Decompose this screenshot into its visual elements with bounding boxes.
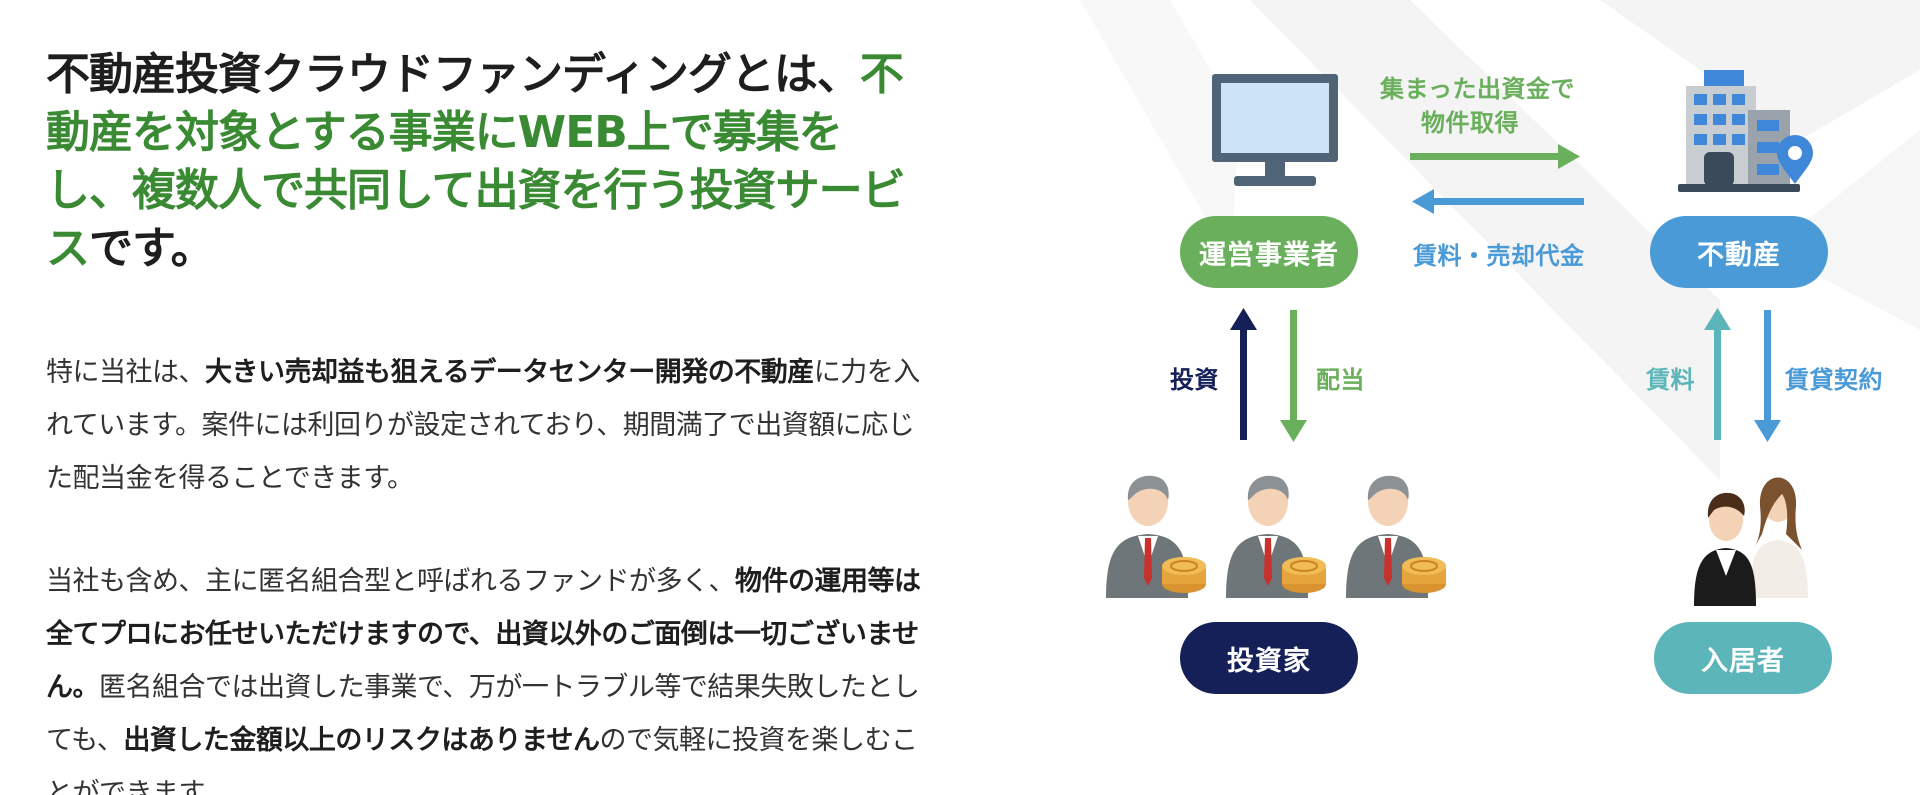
paragraph1-bold-1: 大きい売却益も狙えるデータセンター開発の不動産 (205, 357, 814, 388)
label-rent: 賃料 (1646, 366, 1695, 394)
label-investment: 投資 (1170, 366, 1219, 394)
arrow-up-rent (1704, 308, 1731, 440)
node-operator: 運営事業者 (1180, 216, 1358, 288)
tenant-couple-icon (1694, 477, 1808, 606)
location-pin-icon (1777, 135, 1813, 184)
building-icon (1678, 70, 1800, 192)
arrow-down-lease (1754, 310, 1781, 442)
paragraph-anonymous-partnership: 当社も含め、主に匿名組合型と呼ばれるファンドが多く、物件の運用等は全てプロにお任… (46, 555, 926, 795)
businessman-with-coins-icon (1346, 475, 1446, 598)
headline-part3: です。 (89, 223, 215, 274)
node-real-estate: 不動産 (1650, 216, 1828, 288)
businessman-with-coins-icon (1226, 475, 1326, 598)
label-lease-contract: 賃貸契約 (1785, 366, 1883, 394)
paragraph2-bold-2: 出資した金額以上のリスクはありません (123, 725, 600, 756)
flow-arrows-operator-investor (1230, 308, 1307, 442)
arrow-down-dividend (1280, 310, 1307, 442)
paragraph1-text-1: 特に当社は、 (46, 357, 206, 388)
paragraph2-text-1: 当社も含め、主に匿名組合型と呼ばれるファンドが多く、 (46, 566, 736, 597)
label-acquisition-line1: 集まった出資金で (1380, 75, 1576, 103)
label-acquisition: 集まった出資金で 物件取得 (1380, 72, 1576, 140)
intro-text-column: 不動産投資クラウドファンディングとは、不動産を対象とする事業にWEB上で募集をし… (46, 46, 926, 795)
flow-arrows-horizontal (1410, 144, 1584, 214)
investment-flow-diagram: 運営事業者 不動産 投資家 入居者 集まった出資金で 物件取得 賃料・売却代金 … (1080, 0, 1920, 795)
paragraph2-bold-1: 物件の運用等は全てプロにお任せいただけますので、出資以外のご面倒は一切ございませ… (46, 566, 921, 703)
paragraph2-text-3: ので気軽に投資を楽しむことができます。 (46, 725, 918, 795)
headline-highlight: 不動産を対象とする事業にWEB上で募集をし、複数人で共同して出資を行う投資サービ… (46, 49, 906, 274)
arrow-left-rent-sale (1412, 189, 1584, 214)
node-investor: 投資家 (1180, 622, 1358, 694)
node-tenant: 入居者 (1654, 622, 1832, 694)
businessman-with-coins-icon (1106, 475, 1206, 598)
label-acquisition-line2: 物件取得 (1421, 109, 1519, 137)
monitor-icon (1212, 74, 1338, 186)
paragraph1-text-2: に力を入れています。案件には利回りが設定されており、期間満了で出資額に応じた配当… (46, 357, 920, 494)
arrow-right-acquisition (1410, 144, 1580, 169)
arrow-up-investment (1230, 308, 1257, 440)
flow-arrows-realestate-tenant (1704, 308, 1781, 442)
background-swoosh-shape (1080, 0, 1920, 480)
headline: 不動産投資クラウドファンディングとは、不動産を対象とする事業にWEB上で募集をし… (46, 46, 926, 278)
label-dividend: 配当 (1316, 366, 1365, 394)
paragraph-data-center: 特に当社は、大きい売却益も狙えるデータセンター開発の不動産に力を入れています。案… (46, 346, 926, 505)
label-rent-and-sale: 賃料・売却代金 (1413, 242, 1585, 270)
paragraph2-text-2: 匿名組合では出資した事業で、万が一トラブル等で結果失敗したとしても、 (46, 672, 920, 756)
headline-part1: 不動産投資クラウドファンディングとは、 (46, 49, 861, 100)
